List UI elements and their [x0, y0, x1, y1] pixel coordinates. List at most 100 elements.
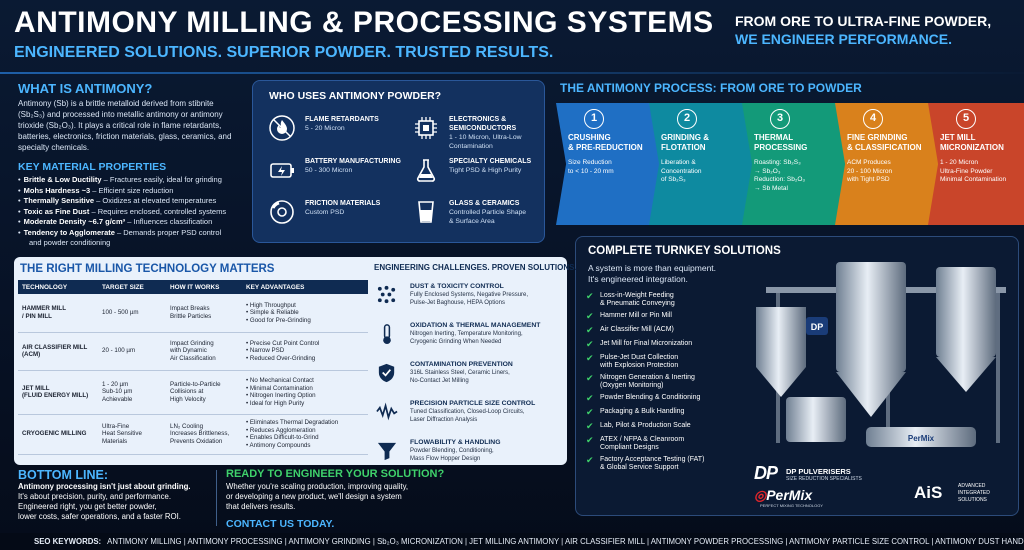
engineering-item-desc: Fully Enclosed Systems, Negative Pressur… [410, 292, 528, 307]
who-item-title-line: GLASS & CERAMICS [449, 200, 520, 207]
waveform-icon [376, 402, 398, 421]
bottom-line: Antimony processing isn't just about gri… [18, 482, 191, 491]
who-item-title: SPECIALTY CHEMICALS [449, 157, 531, 166]
step-number: 3 [770, 109, 790, 129]
turnkey-item-line: Compliant Designs [600, 444, 659, 451]
property-name: Mohs Hardness ~3 [23, 185, 91, 195]
step-title: CRUSHING& PRE-REDUCTION [568, 133, 643, 153]
advantage-item: Enables Difficult-to-Grind [246, 434, 364, 442]
cell-line: with Dynamic [170, 347, 207, 355]
tagline-line2: WE ENGINEER PERFORMANCE. [735, 31, 953, 47]
property-item: Brittle & Low Ductility – Fractures easi… [18, 175, 226, 186]
bottom-line: Engineered right, you get better powder, [18, 502, 157, 511]
header-tagline: FROM ORE TO ULTRA-FINE POWDER, WE ENGINE… [735, 12, 991, 48]
engineering-desc-line: Tuned Classification, Closed-Loop Circui… [410, 409, 525, 415]
machine-badge-permix: PerMix [908, 434, 935, 443]
who-item-title-line: ELECTRONICS & [449, 116, 507, 123]
turnkey-item: ✔Nitrogen Generation & Inerting(Oxygen M… [586, 374, 704, 394]
property-item: Toxic as Fine Dust – Requires enclosed, … [18, 207, 226, 218]
property-desc: – Requires enclosed, controlled systems [89, 206, 227, 216]
property-desc: and powder conditioning [29, 238, 111, 247]
who-item-title-line: FLAME RETARDANTS [305, 116, 379, 123]
step-desc-line: Roasting: Sb₂S₃ [754, 159, 801, 166]
technology-cell: AIR CLASSIFIER MILL(ACM) [18, 332, 98, 371]
turnkey-item: ✔Jet Mill for Final Micronization [586, 340, 704, 354]
table-row: AIR CLASSIFIER MILL(ACM) 20 - 100 µm Impac… [18, 332, 368, 371]
property-name: Tendency to Agglomerate [23, 227, 115, 237]
dp-logo-tag: SIZE REDUCTION SPECIALISTS [786, 476, 862, 482]
step-title-line: THERMAL [754, 133, 794, 142]
advantage-item: Narrow PSD [246, 347, 364, 355]
permix-logo-text: PerMix [766, 487, 813, 503]
step-title-line: JET MILL [940, 133, 976, 142]
check-icon: ✔ [586, 291, 594, 301]
flask-icon [416, 159, 436, 182]
check-icon: ✔ [586, 353, 594, 363]
cell-line: 20 - 100 µm [102, 347, 136, 355]
step-desc-line: ACM Produces [847, 159, 891, 166]
permix-logo: ◎PerMix [754, 487, 813, 503]
who-item-title: FRICTION MATERIALS [305, 199, 380, 208]
step-title: FINE GRINDING& CLASSIFICATION [847, 133, 922, 153]
check-icon: ✔ [586, 325, 594, 335]
turnkey-item-line: with Explosion Protection [600, 362, 679, 369]
dust-icon [377, 285, 396, 304]
who-item-desc-line: Contamination [449, 142, 493, 150]
engineering-title: ENGINEERING CHALLENGES. PROVEN SOLUTIONS… [374, 263, 577, 272]
property-desc: – Demands proper PSD control [114, 227, 222, 237]
process-title: THE ANTIMONY PROCESS: FROM ORE TO POWDER [560, 81, 862, 95]
ais-tag-line: SOLUTIONS [958, 497, 987, 503]
cell-line: (FLUID ENERGY MILL) [22, 392, 89, 399]
engineering-item-title: DUST & TOXICITY CONTROL [410, 283, 504, 290]
props-list: Brittle & Low Ductility – Fractures easi… [18, 175, 226, 249]
contact-link[interactable]: CONTACT US TODAY. [226, 518, 335, 530]
bottom-divider [216, 470, 217, 526]
engineering-desc-line: Powder Blending, Conditioning, [410, 448, 494, 454]
cell-line: CRYOGENIC MILLING [22, 430, 87, 438]
ready-line: that delivers results. [226, 502, 296, 511]
engineering-desc-line: Mass Flow Hopper Design [410, 455, 481, 462]
machine-badge-dp: DP [811, 322, 824, 332]
property-desc: – Efficient size reduction [90, 185, 174, 195]
turnkey-item-line: Loss-in-Weight Feeding [600, 292, 674, 299]
bottom-line-text: Antimony processing isn't just about gri… [18, 482, 191, 522]
cell-line: LN₂ Cooling [170, 422, 204, 430]
page-title: ANTIMONY MILLING & PROCESSING SYSTEMS [14, 6, 714, 39]
glass-icon [418, 201, 434, 223]
step-number: 1 [584, 109, 604, 129]
funnel-icon [377, 442, 397, 461]
cell-line: 100 - 500 µm [102, 309, 139, 316]
turnkey-item-line: Jet Mill for Final Micronization [600, 340, 693, 347]
step-title-line: & CLASSIFICATION [847, 143, 922, 152]
dp-logo-name: DP PULVERISERS [786, 467, 851, 476]
permix-logo-tag: PERFECT MIXING TECHNOLOGY [760, 503, 823, 508]
who-item-desc-line: 50 - 300 Micron [305, 167, 353, 174]
property-name: Moderate Density ~6.7 g/cm³ [23, 217, 126, 226]
ais-logo-text: AiS [914, 483, 943, 502]
check-icon: ✔ [586, 407, 594, 417]
engineering-desc-line: Cryogenic Grinding When Needed [410, 338, 502, 345]
cell-line: AIR CLASSIFIER MILL [22, 343, 88, 351]
advantage-item: Simple & Reliable [246, 309, 364, 317]
target-size-cell: 20 - 100 µm [98, 332, 166, 371]
turnkey-item-line: Air Classifier Mill (ACM) [600, 326, 674, 333]
table-header: TARGET SIZE [98, 280, 166, 294]
engineering-item-desc: 316L Stainless Steel, Ceramic Liners,No-… [410, 370, 510, 385]
who-item-title-line: SPECIALTY CHEMICALS [449, 158, 532, 165]
engineering-item-desc: Powder Blending, Conditioning,Mass Flow … [410, 448, 494, 463]
turnkey-item: ✔Hammer Mill or Pin Mill [586, 312, 704, 326]
